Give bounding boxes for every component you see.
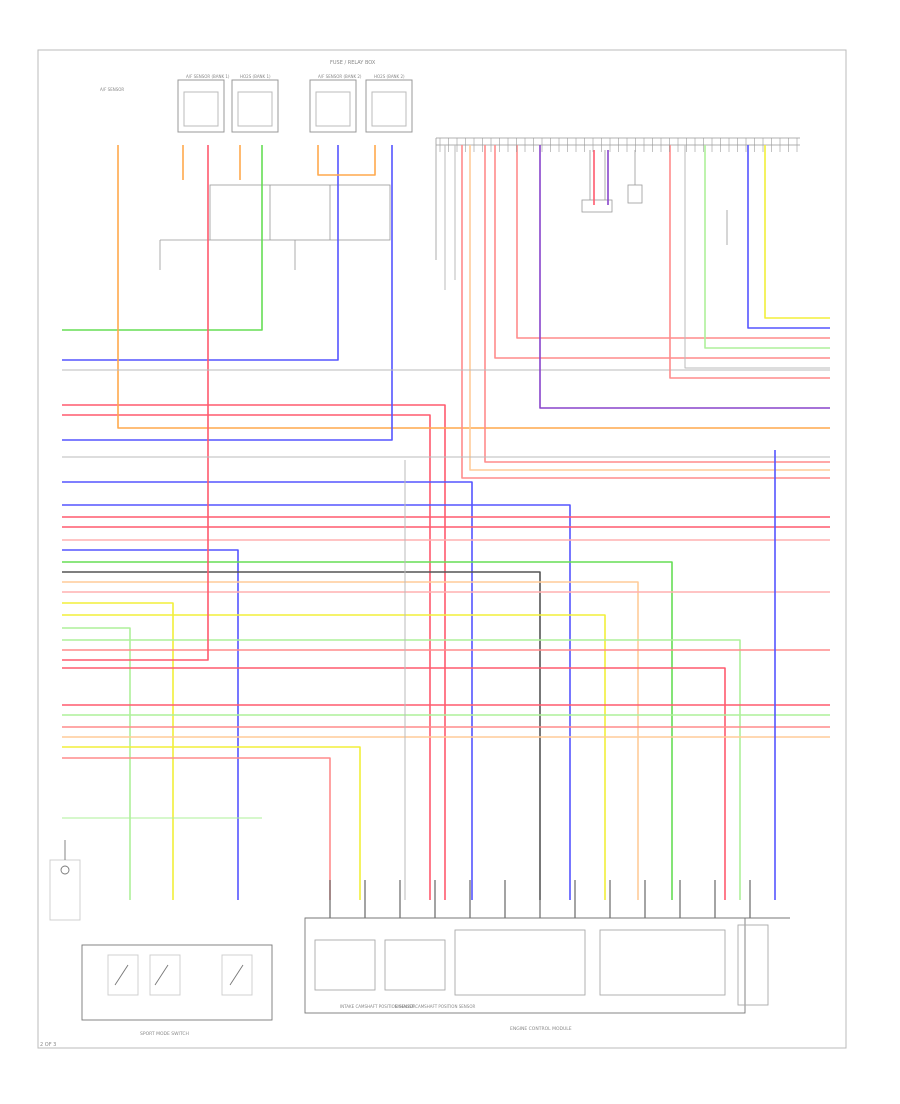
- wire-6: [484, 145, 830, 463]
- wire-9: [62, 481, 473, 900]
- wire-10: [62, 504, 571, 900]
- left-small-component: [49, 840, 81, 921]
- ecm-label: ENGINE CONTROL MODULE: [510, 1026, 572, 1032]
- wire-42: [669, 145, 830, 379]
- wire-40: [494, 145, 830, 359]
- wire-25: [62, 667, 726, 900]
- wire-43: [539, 145, 830, 409]
- top-right-components: [581, 150, 728, 245]
- wire-41: [684, 145, 830, 369]
- wire-30: [62, 746, 361, 900]
- sensor-3-label: A/F SENSOR (BANK 2): [318, 74, 362, 79]
- wire-15: [62, 561, 673, 900]
- wire-38: [516, 145, 830, 339]
- sport-mode-switch-box: [81, 944, 273, 1021]
- wire-24: [62, 145, 209, 661]
- wire-4: [117, 145, 830, 429]
- wire-19: [62, 602, 174, 900]
- wire-8: [461, 145, 830, 479]
- wire-0: [62, 145, 263, 331]
- wire-14: [62, 549, 239, 900]
- wire-21: [62, 627, 131, 900]
- wire-2: [62, 404, 446, 900]
- sensor-4: HO2S (BANK 2): [365, 74, 413, 133]
- wire-22: [62, 639, 741, 900]
- diagram-border: [37, 49, 847, 1049]
- sport-mode-switch-label: SPORT MODE SWITCH: [140, 1031, 189, 1037]
- top-right-connector: [435, 137, 800, 260]
- top-left-label: A/F SENSOR: [100, 87, 124, 92]
- wire-17: [62, 581, 639, 900]
- sensor-2-label: HO2S (BANK 1): [240, 74, 271, 79]
- wire-5: [62, 145, 393, 441]
- wire-36: [764, 145, 830, 319]
- exhaust-cam-sensor-label: EXHAUST CAMSHAFT POSITION SENSOR: [395, 1004, 475, 1009]
- wire-16: [62, 571, 541, 900]
- sensor-1: A/F SENSOR (BANK 1): [177, 74, 230, 133]
- wire-1: [62, 145, 339, 361]
- sensor-4-label: HO2S (BANK 2): [374, 74, 405, 79]
- wires: [62, 138, 830, 918]
- sensor-3: A/F SENSOR (BANK 2): [309, 74, 362, 133]
- relay-junction: [159, 184, 391, 270]
- page-number: 2 OF 3: [40, 1042, 56, 1048]
- header-label: FUSE / RELAY BOX: [330, 60, 376, 66]
- wire-49: [317, 145, 376, 176]
- sensor-1-label: A/F SENSOR (BANK 1): [186, 74, 230, 79]
- sensor-2: HO2S (BANK 1): [231, 74, 279, 133]
- wire-39: [704, 145, 830, 349]
- wire-20: [62, 614, 606, 900]
- wire-31: [62, 757, 331, 900]
- wire-37: [747, 145, 830, 329]
- wire-3: [62, 414, 431, 900]
- intake-cam-sensor-label: INTAKE CAMSHAFT POSITION SENSOR: [340, 1004, 416, 1009]
- ecm-box: [304, 917, 790, 1014]
- wire-7: [469, 145, 830, 471]
